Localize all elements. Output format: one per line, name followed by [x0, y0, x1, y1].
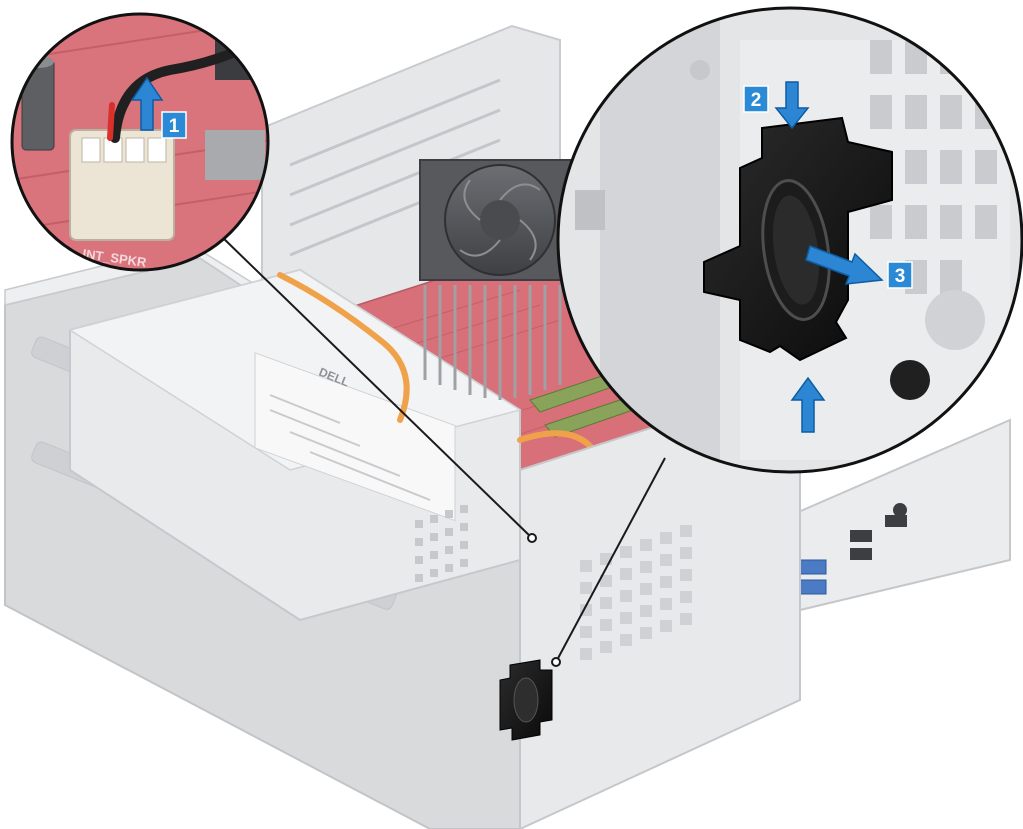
inset-grille [870, 40, 997, 294]
leader-line-connector [219, 234, 533, 539]
callout-2-number: 2 [751, 90, 762, 111]
arrow-up-bottom-icon [790, 376, 826, 433]
front-usb-ports [797, 503, 907, 595]
leader-line-speaker [555, 457, 666, 663]
chassis-speaker [499, 659, 553, 741]
leader-anchor-connector [527, 533, 537, 543]
psu-label-lines [269, 394, 431, 501]
speaker [703, 116, 893, 362]
arrow-down-icon [774, 81, 810, 130]
connector-pins [81, 137, 167, 163]
leader-anchor-speaker [551, 657, 561, 667]
callout-3-number: 3 [895, 266, 906, 287]
callout-1: 1 [161, 111, 187, 139]
computer-chassis: DELL [4, 24, 1011, 829]
callout-2: 2 [743, 85, 769, 113]
callout-3: 3 [887, 261, 913, 289]
front-grille [580, 525, 692, 660]
power-supply-label [254, 352, 456, 522]
leader-lines [219, 234, 666, 667]
heatsink-fins [423, 285, 562, 400]
psu-vent-grid [415, 505, 468, 582]
cpu-cooler [419, 159, 581, 400]
callout-1-number: 1 [169, 116, 180, 137]
zoom-inset-connector: INT_SPKR [10, 12, 270, 272]
arrow-right-icon [805, 245, 884, 285]
arrow-up-icon [130, 76, 164, 131]
zoom-inset-speaker [556, 6, 1023, 474]
